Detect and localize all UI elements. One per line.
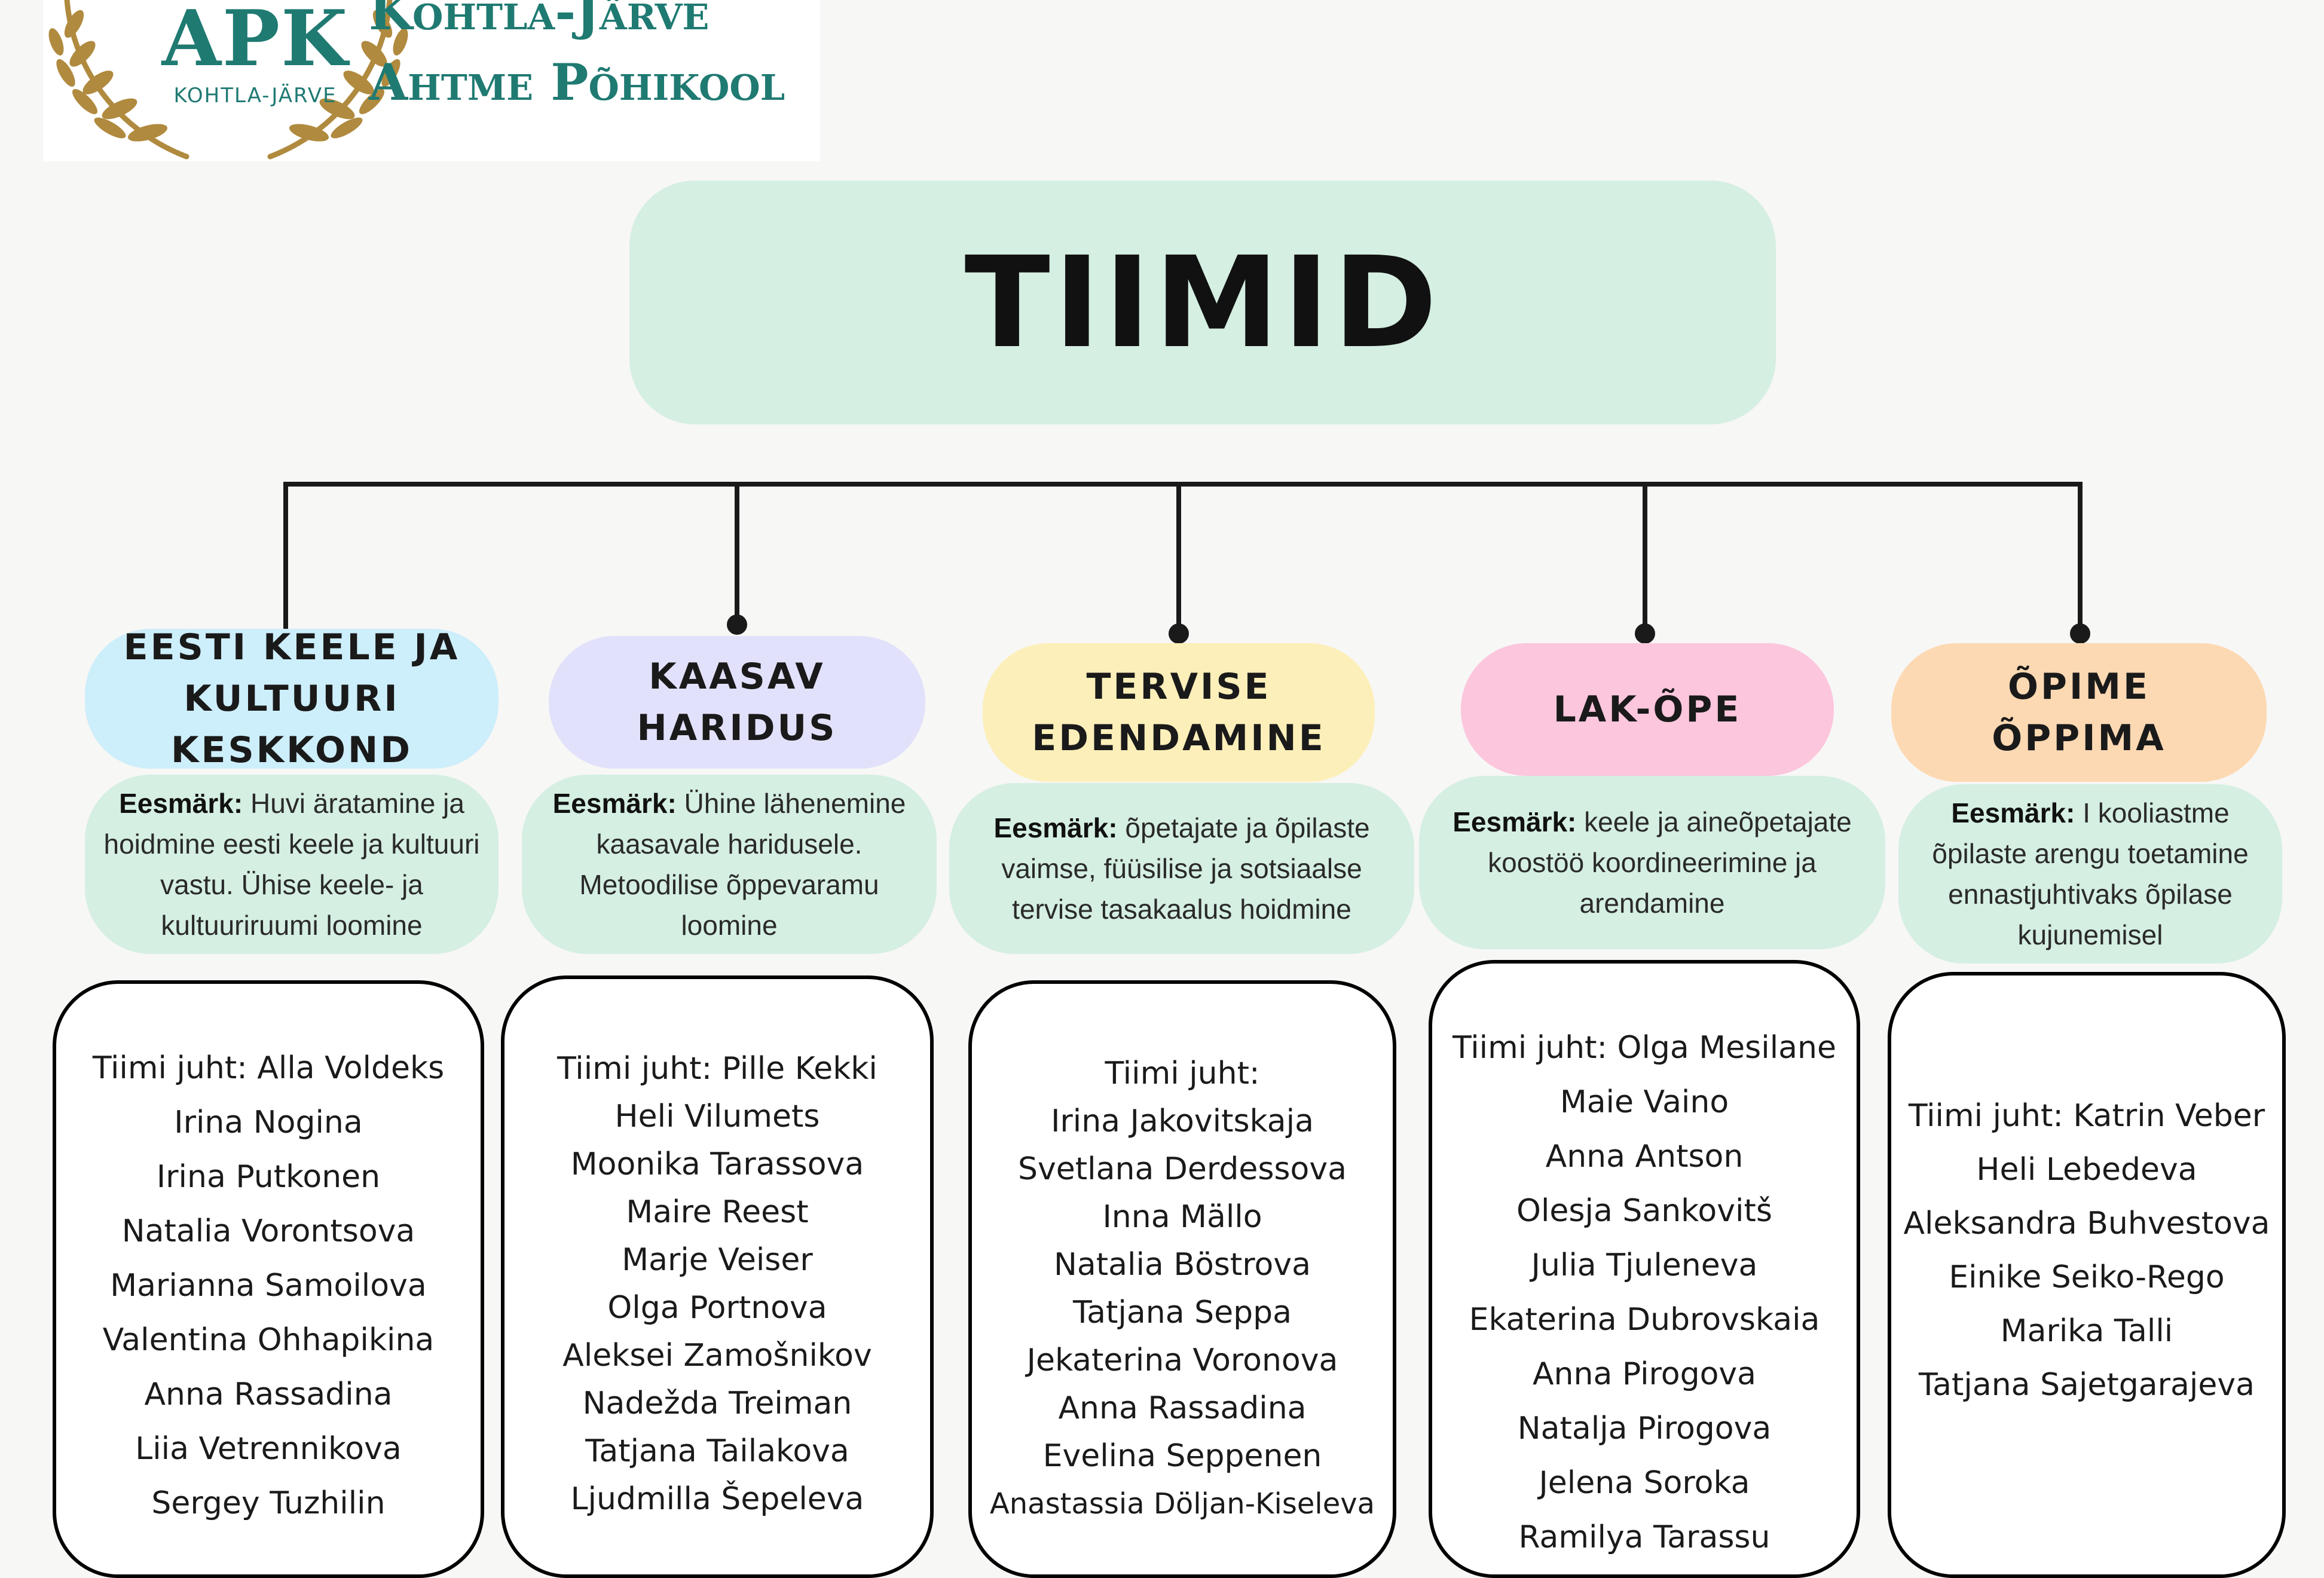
- member-name: Aleksandra Buhvestova: [1903, 1206, 2270, 1241]
- member-name: Anastassia Döljan-Kiseleva: [989, 1487, 1375, 1521]
- member-name: Olesja Sankovitš: [1516, 1193, 1772, 1229]
- team-members-lak-ope: Tiimi juht: Olga Mesilane Maie Vaino Ann…: [1429, 960, 1860, 1578]
- connector-dot-5: [2070, 623, 2090, 644]
- member-name: Valentina Ohhapikina: [102, 1322, 435, 1358]
- team-goal-opime-oppima: Eesmärk: I kooliastme õpilaste arengu to…: [1898, 784, 2282, 964]
- member-name: Tatjana Tailakova: [585, 1433, 849, 1469]
- team-name-line1: EESTI KEELE JA: [123, 626, 460, 668]
- team-name-line1: ÕPIME: [2007, 666, 2150, 708]
- team-members-kaasav-haridus: Tiimi juht: Pille Kekki Heli Vilumets Mo…: [501, 975, 934, 1578]
- member-name: Tatjana Sajetgarajeva: [1919, 1367, 2255, 1403]
- member-name: Sergey Tuzhilin: [151, 1485, 386, 1521]
- member-name: Svetlana Derdessova: [1018, 1151, 1347, 1187]
- member-name: Natalia Böstrova: [1054, 1247, 1311, 1283]
- member-name: Aleksei Zamošnikov: [562, 1338, 872, 1374]
- member-name: Ljudmilla Šepeleva: [570, 1481, 864, 1517]
- member-list: Tiimi juht: Pille Kekki Heli Vilumets Mo…: [504, 1045, 930, 1523]
- member-name: Ekaterina Dubrovskaia: [1469, 1302, 1820, 1338]
- school-name-line2: Ahtme Põhikool: [369, 53, 785, 112]
- goal-text: Huvi äratamine ja hoidmine eesti keele j…: [103, 788, 480, 941]
- logo-subtitle: KOHTLA-JÄRVE: [173, 84, 337, 108]
- goal-label: Eesmärk:: [119, 788, 243, 819]
- school-logo: APK KOHTLA-JÄRVE Kohtla-Järve Ahtme Põhi…: [43, 0, 820, 161]
- member-list: Tiimi juht: Irina Jakovitskaja Svetlana …: [972, 1050, 1393, 1528]
- school-name-line1: Kohtla-Järve: [369, 0, 710, 41]
- member-list: Tiimi juht: Olga Mesilane Maie Vaino Ann…: [1432, 1021, 1857, 1565]
- logo-abbreviation: APK: [161, 0, 349, 84]
- goal-text: Ühine lähenemine kaasavale haridusele. M…: [579, 788, 906, 941]
- member-name: Tiimi juht: Katrin Veber: [1908, 1098, 2265, 1134]
- team-members-tervise-edendamine: Tiimi juht: Irina Jakovitskaja Svetlana …: [968, 980, 1396, 1578]
- goal-label: Eesmärk:: [1452, 806, 1577, 837]
- member-name: Marje Veiser: [622, 1242, 813, 1278]
- goal-text: keele ja aineõpetajate koostöö koordinee…: [1488, 806, 1852, 919]
- goal-label: Eesmärk:: [552, 788, 677, 819]
- member-name: Einike Seiko-Rego: [1949, 1259, 2225, 1295]
- team-goal-lak-ope: Eesmärk: keele ja aineõpetajate koostöö …: [1419, 776, 1885, 949]
- team-name-line1: KAASAV: [649, 656, 825, 698]
- goal-text: õpetajate ja õpilaste vaimse, füüsilise …: [1001, 812, 1370, 925]
- member-list: Tiimi juht: Katrin Veber Heli Lebedeva A…: [1891, 1089, 2282, 1412]
- team-header-kaasav-haridus: KAASAV HARIDUS: [549, 636, 925, 769]
- member-name: Irina Putkonen: [156, 1159, 381, 1195]
- team-goal-eesti-keele: Eesmärk: Huvi äratamine ja hoidmine eest…: [85, 775, 499, 954]
- member-name: Evelina Seppenen: [1042, 1438, 1322, 1474]
- page-title: TIIMID: [964, 229, 1441, 376]
- team-header-eesti-keele: EESTI KEELE JA KULTUURI KESKKOND: [85, 626, 499, 771]
- member-name: Anna Rassadina: [1058, 1390, 1307, 1426]
- member-name: Heli Lebedeva: [1976, 1152, 2197, 1188]
- member-name: Marianna Samoilova: [110, 1268, 427, 1304]
- org-chart-connectors: [276, 482, 2090, 653]
- member-name: Anna Pirogova: [1532, 1356, 1757, 1392]
- team-goal-kaasav-haridus: Eesmärk: Ühine lähenemine kaasavale hari…: [522, 775, 937, 954]
- connector-dot-2: [727, 614, 747, 635]
- team-header-tervise-edendamine: TERVISE EDENDAMINE: [983, 643, 1375, 782]
- goal-label: Eesmärk:: [1951, 797, 2075, 828]
- member-name: Tatjana Seppa: [1073, 1295, 1292, 1331]
- team-members-opime-oppima: Tiimi juht: Katrin Veber Heli Lebedeva A…: [1888, 972, 2286, 1578]
- team-name-line1: LAK-ÕPE: [1553, 689, 1742, 730]
- member-name: Olga Portnova: [607, 1290, 827, 1326]
- connector-dot-3: [1169, 623, 1189, 644]
- member-name: Ramilya Tarassu: [1518, 1519, 1770, 1555]
- team-header-opime-oppima: ÕPIME ÕPPIMA: [1891, 643, 2267, 782]
- member-name: Liia Vetrennikova: [135, 1431, 402, 1467]
- team-name-line2: EDENDAMINE: [1032, 717, 1326, 759]
- member-name: Irina Jakovitskaja: [1051, 1103, 1314, 1139]
- team-name-line1: TERVISE: [1086, 666, 1271, 708]
- member-name: Tiimi juht:: [1105, 1056, 1260, 1091]
- goal-label: Eesmärk:: [993, 812, 1118, 843]
- member-name: Moonika Tarassova: [570, 1146, 864, 1182]
- member-name: Irina Nogina: [174, 1105, 363, 1140]
- goal-text: I kooliastme õpilaste arengu toetamine e…: [1932, 797, 2249, 950]
- member-name: Natalia Vorontsova: [121, 1213, 415, 1249]
- member-name: Heli Vilumets: [614, 1099, 820, 1134]
- member-name: Jekaterina Voronova: [1026, 1342, 1338, 1378]
- member-name: Natalja Pirogova: [1517, 1411, 1772, 1446]
- connector-dot-4: [1635, 623, 1655, 644]
- team-name-line2: KULTUURI KESKKOND: [170, 678, 412, 771]
- member-name: Tiimi juht: Alla Voldeks: [92, 1050, 445, 1086]
- member-name: Anna Antson: [1545, 1139, 1744, 1175]
- team-goal-tervise-edendamine: Eesmärk: õpetajate ja õpilaste vaimse, f…: [949, 783, 1414, 954]
- member-name: Maie Vaino: [1559, 1084, 1729, 1120]
- member-name: Julia Tjuleneva: [1531, 1247, 1758, 1283]
- team-members-eesti-keele: Tiimi juht: Alla Voldeks Irina Nogina Ir…: [53, 980, 484, 1578]
- member-name: Marika Talli: [2000, 1313, 2173, 1349]
- member-name: Maire Reest: [626, 1194, 809, 1230]
- team-header-lak-ope: LAK-ÕPE: [1461, 643, 1834, 776]
- title-box: TIIMID: [629, 181, 1776, 424]
- member-name: Inna Mällo: [1102, 1199, 1262, 1235]
- member-name: Nadežda Treiman: [582, 1386, 852, 1421]
- team-name-line2: HARIDUS: [637, 707, 837, 749]
- member-name: Anna Rassadina: [144, 1377, 393, 1412]
- member-name: Tiimi juht: Pille Kekki: [557, 1051, 877, 1087]
- member-name: Jelena Soroka: [1539, 1465, 1750, 1501]
- member-name: Tiimi juht: Olga Mesilane: [1452, 1030, 1836, 1066]
- member-list: Tiimi juht: Alla Voldeks Irina Nogina Ir…: [56, 1041, 481, 1531]
- team-name-line2: ÕPPIMA: [1992, 717, 2166, 759]
- laurel-wreath-icon: [48, 0, 408, 160]
